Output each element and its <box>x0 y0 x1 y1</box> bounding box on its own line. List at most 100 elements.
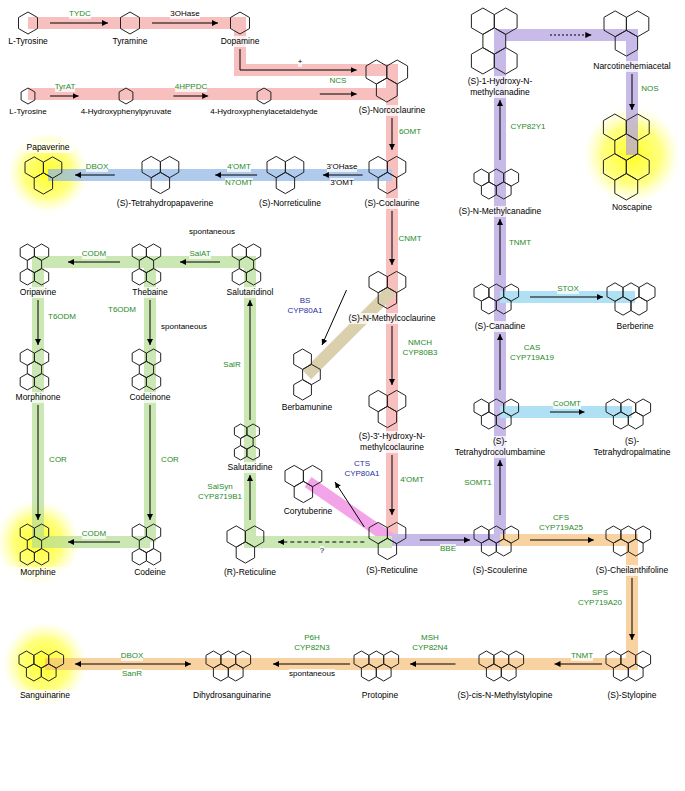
reaction-arrow <box>410 664 456 665</box>
pathway-band <box>45 540 632 664</box>
reaction-arrow <box>50 96 79 97</box>
compound: Tyramine <box>108 8 152 49</box>
chemical-structure <box>110 10 150 36</box>
reaction-arrow <box>250 300 251 420</box>
ring-bond <box>245 526 263 547</box>
ring-bond <box>483 28 506 54</box>
compound: (S)-Scoulerine <box>470 515 530 578</box>
reaction-arrow <box>530 297 603 298</box>
ring-bond <box>471 8 494 34</box>
ring-bond <box>213 664 228 681</box>
ring-bond <box>494 8 517 34</box>
reaction-arrow <box>173 96 208 97</box>
ring-bond <box>19 12 38 34</box>
compound-name: Noscapine <box>597 202 667 213</box>
chemical-structure <box>604 517 660 565</box>
compound: Protopine <box>350 640 410 703</box>
ring-bond <box>361 664 376 681</box>
ring-bond <box>21 88 35 104</box>
chemical-structure <box>364 57 420 105</box>
compound-name: Berbamunine <box>282 402 333 413</box>
compound-name: (S)-Stylopine <box>604 690 660 701</box>
ring-bond <box>615 174 638 201</box>
reaction-arrow <box>550 35 591 36</box>
ring-bond <box>20 549 34 565</box>
ring-bond <box>615 134 638 161</box>
compound: Codeinone <box>120 345 180 405</box>
ring-bond <box>486 664 501 681</box>
ring-bond <box>494 48 517 74</box>
chemical-structure <box>465 6 535 76</box>
compound: (S)-N-Methylcoclaurine <box>347 265 438 326</box>
compound-name: Berberine <box>605 321 665 332</box>
compound: 4-Hydroxyphenylpyruvate <box>79 84 174 119</box>
enzyme-label: CODM <box>82 249 106 259</box>
ring-bond <box>294 380 312 400</box>
annotation: + <box>298 57 303 67</box>
ring-bond <box>146 549 160 565</box>
reaction-arrow <box>180 262 220 263</box>
enzyme-label: DBOX <box>86 162 109 172</box>
ring-bond <box>628 412 643 429</box>
enzyme-label: STOX <box>557 284 579 294</box>
compound: (S)-Tetrahydropalmatine <box>585 390 680 460</box>
enzyme-label: MSH CYP82N4 <box>411 633 449 653</box>
chemical-structure <box>122 242 178 287</box>
reaction-arrow <box>392 455 393 515</box>
ring-bond <box>378 172 396 193</box>
compound: Papaverine <box>21 140 75 200</box>
compound-name: Dopamine <box>220 36 260 47</box>
compound-name: (S)-Tetrahydropalmatine <box>587 436 678 458</box>
compound: (S)-Cheilanthifoline <box>594 515 670 578</box>
compound-name: Oripavine <box>10 287 66 298</box>
enzyme-label: COR <box>49 455 67 465</box>
ring-bond <box>628 664 643 681</box>
ring-bond <box>43 157 61 178</box>
ring-bond <box>366 60 387 84</box>
reaction-arrow <box>500 334 501 390</box>
ring-bond <box>387 390 405 411</box>
chemical-structure <box>17 642 73 690</box>
pathway-band <box>38 262 392 542</box>
compound: (S)-Stylopine <box>602 640 662 703</box>
reaction-arrow <box>68 262 120 263</box>
ring-bond <box>285 156 303 177</box>
reaction-arrow <box>240 49 357 70</box>
chemical-structure <box>220 10 260 36</box>
ring-bond <box>613 664 628 681</box>
ring-bond <box>257 88 271 104</box>
compound: Berberine <box>603 275 667 334</box>
reaction-arrow <box>152 23 218 24</box>
enzyme-label: 4'OMT <box>227 162 251 172</box>
chemical-structure <box>367 517 417 565</box>
ring-bond <box>276 172 294 193</box>
ring-bond <box>146 374 160 390</box>
compound-name: (S)-Tetrahydropapaverine <box>117 198 213 209</box>
chemical-structure <box>222 242 278 287</box>
enzyme-label: TNMT <box>509 238 531 248</box>
ring-bond <box>603 114 626 141</box>
reaction-arrow <box>530 540 594 541</box>
chemical-structure <box>265 152 315 198</box>
ring-bond <box>20 269 34 285</box>
compound: (S)-3'-Hydroxy-N-methylcoclaurine <box>347 385 437 455</box>
compound-name: (S)-N-Methylcoclaurine <box>349 313 436 324</box>
chemical-structure <box>122 347 178 392</box>
compound-name: (S)-N-Methylcanadine <box>459 206 542 217</box>
compound: (S)-1-Hydroxy-N-methylcanadine <box>450 4 550 100</box>
enzyme-label: CTS CYP80A1 <box>342 459 382 479</box>
compound: Salutaridinol <box>220 240 280 300</box>
compound: (S)-Norreticuline <box>257 150 323 211</box>
compound: (R)-Reticuline <box>222 520 278 580</box>
enzyme-label: TyrAT <box>55 82 76 92</box>
ring-bond <box>496 539 511 556</box>
compound: Thebaine <box>120 240 180 300</box>
enzyme-label: CYP82Y1 <box>510 122 545 132</box>
chemical-structure <box>204 642 260 690</box>
ring-bond <box>481 412 496 429</box>
ring-bond <box>132 269 146 285</box>
reaction-arrow <box>150 405 151 520</box>
compound-name: 4-Hydroxyphenylpyruvate <box>81 106 172 117</box>
ring-bond <box>231 12 250 34</box>
